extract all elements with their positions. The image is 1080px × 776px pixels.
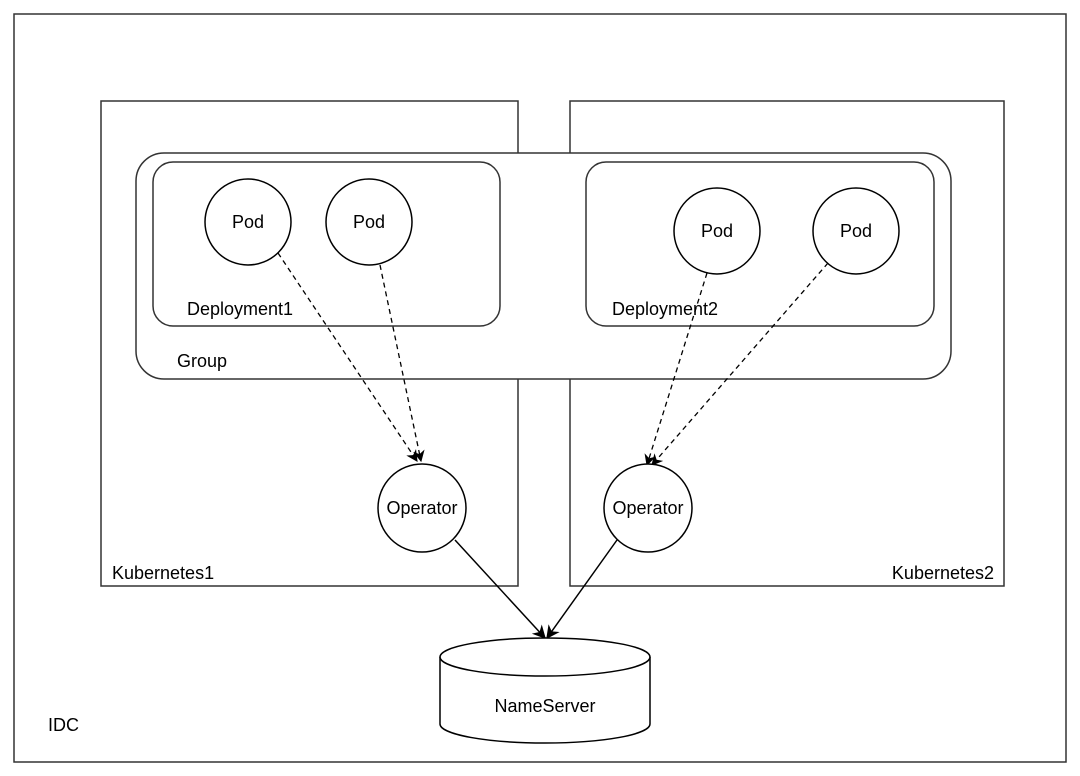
operator-node (377, 463, 467, 553)
operator-to-nameserver-edge (546, 539, 618, 640)
operator-to-nameserver-edge (454, 539, 546, 639)
pod-to-operator-edge (277, 252, 418, 462)
idc-boundary (13, 13, 1067, 763)
operator-node (603, 463, 693, 553)
nameserver-database (439, 637, 651, 744)
deployment2-label: Deployment2 (612, 299, 718, 319)
kubernetes1-label: Kubernetes1 (112, 563, 214, 583)
pod-label: Pod (840, 221, 872, 241)
nameserver-label: NameServer (494, 696, 595, 716)
pod-to-operator-edge (644, 272, 708, 467)
pod-label: Pod (353, 212, 385, 232)
pod-to-operator-edge (379, 264, 425, 463)
pod-label: Pod (232, 212, 264, 232)
idc-label: IDC (48, 715, 79, 735)
kubernetes2-label: Kubernetes2 (892, 563, 994, 583)
pod-node (204, 178, 292, 266)
pod-node (812, 187, 900, 275)
pod-node (325, 178, 413, 266)
pod-node (673, 187, 761, 275)
deployment1-label: Deployment1 (187, 299, 293, 319)
operator-label: Operator (386, 498, 457, 518)
operator-label: Operator (612, 498, 683, 518)
pod-label: Pod (701, 221, 733, 241)
group-label: Group (177, 351, 227, 371)
